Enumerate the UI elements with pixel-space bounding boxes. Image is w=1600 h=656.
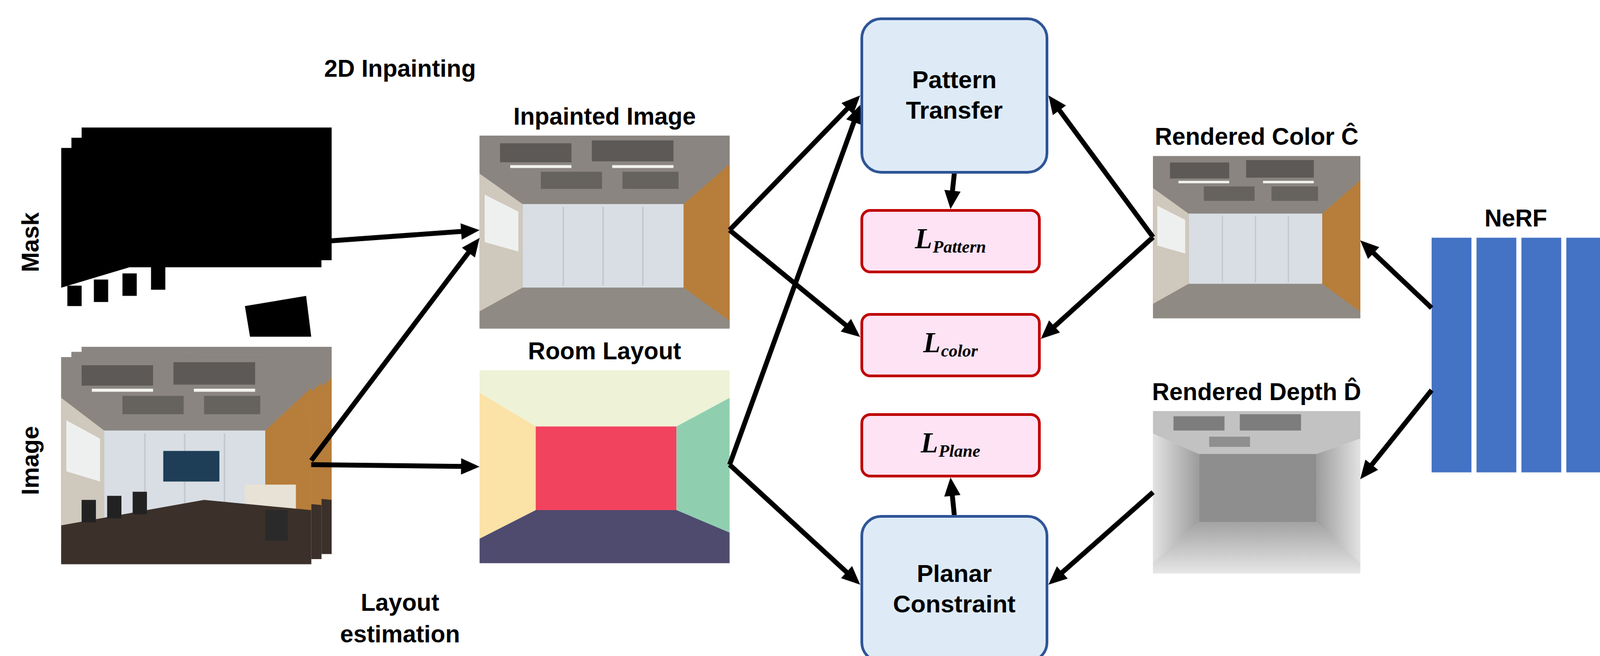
- arrow-head: [460, 223, 480, 240]
- panel-title: Rendered Color Ĉ: [1154, 123, 1359, 151]
- arrow-connector: [1048, 95, 1153, 237]
- nerf-layer: [1566, 237, 1600, 473]
- process-box: Pattern Transfer: [860, 17, 1049, 174]
- arrow-connector: [310, 237, 480, 461]
- depth-panel: [1208, 436, 1250, 448]
- arrow-head: [840, 319, 861, 338]
- connector-line: [310, 465, 462, 467]
- connector-line: [729, 465, 848, 574]
- image-panel: Rendered Depth D̂: [1152, 411, 1360, 574]
- mask-blob: [67, 285, 82, 307]
- depth-panel: [1240, 414, 1302, 431]
- depth-panel: [1173, 416, 1225, 431]
- arrow-connector: [1360, 390, 1432, 480]
- room-scene: [479, 135, 730, 329]
- panel-title: Room Layout: [528, 337, 682, 366]
- image-panel: Mask: [60, 148, 311, 338]
- arrow-head: [1360, 459, 1379, 480]
- loss-label: LPlane: [920, 431, 981, 460]
- connector-line: [310, 251, 469, 461]
- arrow-head: [944, 477, 961, 497]
- process-label: Planar Constraint: [863, 558, 1047, 621]
- panel-title: Rendered Depth D̂: [1152, 378, 1362, 407]
- loss-box: Lcolor: [860, 313, 1042, 378]
- arrow-connector: [310, 223, 480, 243]
- arrow-connector: [1048, 492, 1153, 585]
- arrow-connector: [944, 477, 961, 516]
- connector-line: [310, 231, 462, 243]
- panel-title: Inpainted Image: [513, 102, 696, 131]
- layout-front-wall: [535, 426, 677, 511]
- mask-front: [60, 148, 311, 289]
- connector-line: [952, 495, 955, 516]
- connector-line: [1053, 237, 1153, 328]
- layout-floor: [479, 510, 730, 564]
- arrow-head: [1048, 566, 1068, 585]
- image-front: [60, 357, 311, 565]
- panel-title: Mask: [16, 212, 45, 273]
- mask-blob: [245, 295, 312, 337]
- arrow-head: [840, 566, 860, 585]
- image-panel: Inpainted Image: [479, 135, 730, 329]
- process-box: Planar Constraint: [860, 515, 1049, 656]
- nerf-layer: [1521, 237, 1562, 473]
- mask-blob: [150, 267, 166, 290]
- loss-label: LPattern: [914, 227, 987, 256]
- depth-floor: [1152, 522, 1360, 574]
- arrow-head: [1360, 240, 1380, 260]
- room-scene: [1152, 156, 1361, 319]
- nerf-layer: [1431, 237, 1472, 473]
- connector-line: [729, 120, 855, 465]
- arrow-connector: [729, 465, 861, 585]
- arrow-connector: [1040, 237, 1153, 340]
- loss-box: LPlane: [860, 413, 1042, 478]
- arrow-head: [846, 104, 862, 125]
- furniture: [60, 450, 311, 565]
- connector-line: [952, 173, 955, 193]
- arrow-head: [461, 237, 480, 258]
- panel-title: Image: [16, 425, 45, 496]
- rendered-color-image: [1152, 156, 1361, 319]
- panel-title: NeRF: [1484, 204, 1548, 233]
- layout-right-wall: [676, 398, 730, 533]
- inpainted-image: [479, 135, 730, 329]
- connector-line: [1371, 390, 1432, 467]
- nerf-layer: [1476, 237, 1517, 473]
- image-panel: Room Layout: [479, 370, 730, 564]
- connector-line: [729, 107, 849, 231]
- arrow-head: [944, 190, 961, 210]
- arrow-connector: [310, 458, 480, 475]
- loss-box: LPattern: [860, 209, 1042, 274]
- arrow-connector: [1360, 240, 1432, 309]
- room-scene: [60, 357, 311, 565]
- arrow-head: [460, 458, 480, 475]
- connector-line: [1058, 109, 1153, 238]
- arrow-head: [1040, 320, 1060, 339]
- mask-blob: [122, 273, 137, 296]
- stage-label: 2D Inpainting: [324, 52, 476, 84]
- arrow-connector: [944, 173, 961, 210]
- loss-label: Lcolor: [923, 331, 978, 360]
- connector-line: [1372, 252, 1432, 309]
- arrow-head: [1048, 95, 1066, 115]
- image-panel: Rendered Color Ĉ: [1152, 156, 1360, 319]
- image-panel: NeRF: [1431, 237, 1600, 473]
- mask-blob: [93, 279, 108, 302]
- stage-label: Layout estimation: [318, 587, 482, 650]
- image-panel: Image: [60, 357, 311, 565]
- depth-ground: [1152, 411, 1360, 574]
- depth-front-wall: [1199, 454, 1317, 523]
- arrow-connector: [729, 104, 862, 465]
- connector-line: [1061, 492, 1153, 574]
- process-label: Pattern Transfer: [863, 64, 1047, 127]
- connector-line: [729, 230, 847, 327]
